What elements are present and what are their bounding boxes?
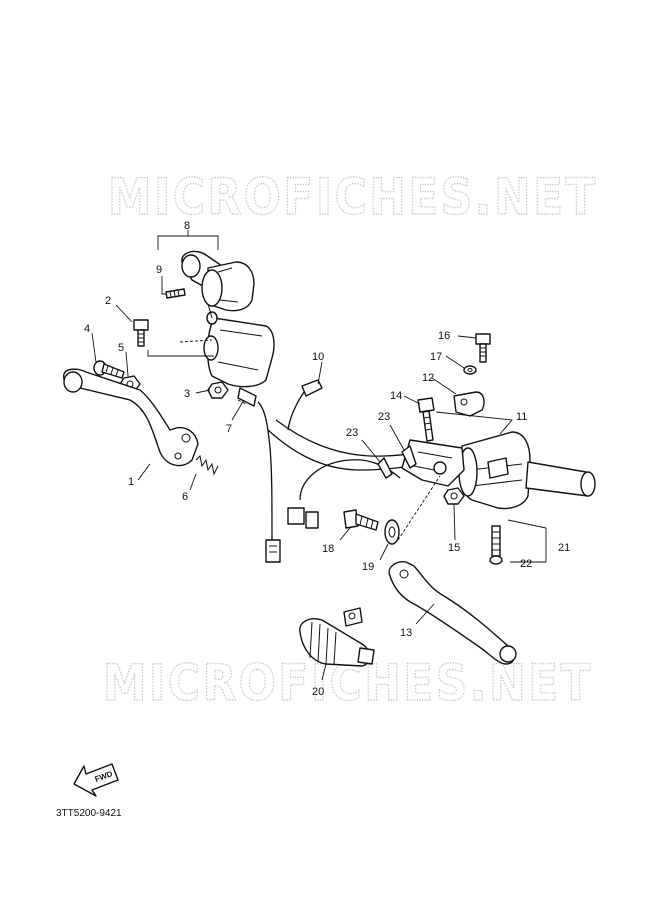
washer-17 xyxy=(463,365,477,375)
callout-19: 19 xyxy=(362,561,374,573)
switch-housing-21 xyxy=(458,431,531,510)
callout-6: 6 xyxy=(182,491,188,503)
clip-10 xyxy=(287,379,323,431)
diagram-part-number: 3TT5200-9421 xyxy=(56,808,122,819)
callout-9: 9 xyxy=(156,264,162,276)
callout-17: 17 xyxy=(430,351,442,363)
callout-1: 1 xyxy=(128,476,134,488)
callout-22: 22 xyxy=(520,558,532,570)
callout-3: 3 xyxy=(184,388,190,400)
bolt-2 xyxy=(133,319,149,347)
callout-23-lower: 23 xyxy=(346,427,358,439)
bolt-14 xyxy=(417,397,435,442)
cable-tie-23 xyxy=(377,445,417,479)
right-grip xyxy=(525,461,596,497)
callout-12: 12 xyxy=(422,372,434,384)
brake-lever-1 xyxy=(63,368,199,467)
callout-13: 13 xyxy=(400,627,412,639)
callout-15: 15 xyxy=(448,542,460,554)
bolt-16 xyxy=(475,333,491,363)
fwd-arrow-icon: FWD xyxy=(73,763,119,797)
watermark-top: MICROFICHES.NET xyxy=(108,168,598,226)
adjuster-18 xyxy=(343,509,379,531)
spring-6 xyxy=(195,454,219,476)
cable-boot-20 xyxy=(299,607,375,667)
callout-16: 16 xyxy=(438,330,450,342)
callout-2: 2 xyxy=(105,295,111,307)
callout-10: 10 xyxy=(312,351,324,363)
nut-3 xyxy=(207,381,229,399)
callout-20: 20 xyxy=(312,686,324,698)
callout-labels: 1 2 3 4 5 6 7 8 9 10 11 12 13 14 15 16 1… xyxy=(84,220,570,698)
callout-4: 4 xyxy=(84,323,90,335)
bolt-9 xyxy=(165,288,186,299)
callout-21: 21 xyxy=(558,542,570,554)
locknut-19 xyxy=(384,519,400,545)
alignment-line xyxy=(179,339,247,405)
callout-7: 7 xyxy=(226,423,232,435)
bolt-4 xyxy=(93,360,125,379)
clutch-lever-13 xyxy=(388,561,517,665)
master-cylinder-body xyxy=(203,303,275,388)
callout-23-upper: 23 xyxy=(378,411,390,423)
lever-holder-11 xyxy=(401,439,465,487)
callout-14: 14 xyxy=(390,390,402,402)
master-cylinder-cap xyxy=(201,261,255,312)
clamp-12 xyxy=(453,391,485,417)
callout-5: 5 xyxy=(118,342,124,354)
callout-8: 8 xyxy=(184,220,190,232)
callout-18: 18 xyxy=(322,543,334,555)
callout-11: 11 xyxy=(516,411,527,423)
screw-22 xyxy=(489,525,503,565)
leader-lines xyxy=(91,230,547,681)
nut-15 xyxy=(443,487,465,505)
brake-switch-7 xyxy=(237,387,281,563)
